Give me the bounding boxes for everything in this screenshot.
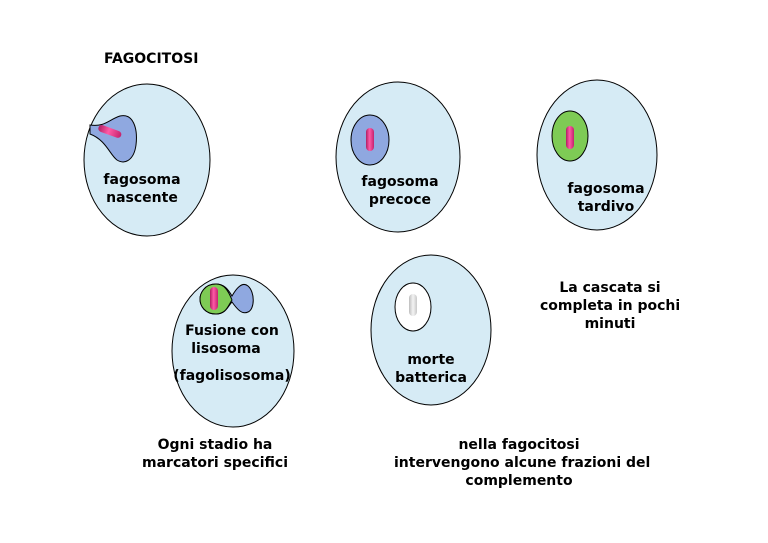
label-line: (fagolisosoma) (173, 368, 291, 384)
bacterium (566, 126, 574, 149)
title: FAGOCITOSI (104, 51, 199, 67)
note-line: nella fagocitosi (458, 437, 580, 453)
label-line: lisosoma (191, 341, 261, 357)
cell-nascent (83, 83, 211, 237)
note-line: marcatori specifici (142, 455, 288, 471)
cell-death-label: morte batterica (386, 351, 476, 387)
label-line: fagosoma (567, 181, 645, 197)
label-line: precoce (368, 192, 432, 208)
label-line: morte (407, 352, 455, 368)
cell-fusion (171, 274, 295, 428)
cell-nascent-label: fagosoma nascente (96, 171, 188, 207)
label-line: tardivo (577, 199, 635, 215)
cell-early-label: fagosoma precoce (352, 173, 448, 209)
label-line: fagosoma (361, 174, 439, 190)
dead-bacterium (409, 294, 417, 316)
cell-death (370, 254, 492, 406)
cell-body (335, 81, 461, 233)
note-line: completa in pochi (540, 298, 681, 314)
note-line: intervengono alcune frazioni del (394, 455, 651, 471)
note-line: La cascata si (559, 280, 661, 296)
complement-note: nella fagocitosi intervengono alcune fra… (394, 436, 651, 490)
label-line: nascente (106, 190, 178, 206)
label-line: fagosoma (103, 172, 181, 188)
cell-late-label: fagosoma tardivo (558, 180, 654, 216)
bacterium (98, 125, 122, 138)
cascade-note: La cascata si completa in pochi minuti (540, 279, 680, 333)
bacterium (366, 128, 374, 151)
cell-body (171, 274, 295, 428)
markers-note: Ogni stadio ha marcatori specifici (130, 436, 300, 472)
label-line: batterica (395, 370, 467, 386)
cell-body (83, 83, 211, 237)
note-line: Ogni stadio ha (157, 437, 273, 453)
note-line: minuti (584, 316, 636, 332)
note-line: complemento (465, 473, 573, 489)
cell-fusion-label: Fusione con lisosoma (fagolisosoma) (166, 322, 298, 385)
cell-late (536, 79, 658, 231)
bacterium (210, 287, 218, 310)
label-line: Fusione con (185, 323, 279, 339)
cell-early (335, 81, 461, 233)
